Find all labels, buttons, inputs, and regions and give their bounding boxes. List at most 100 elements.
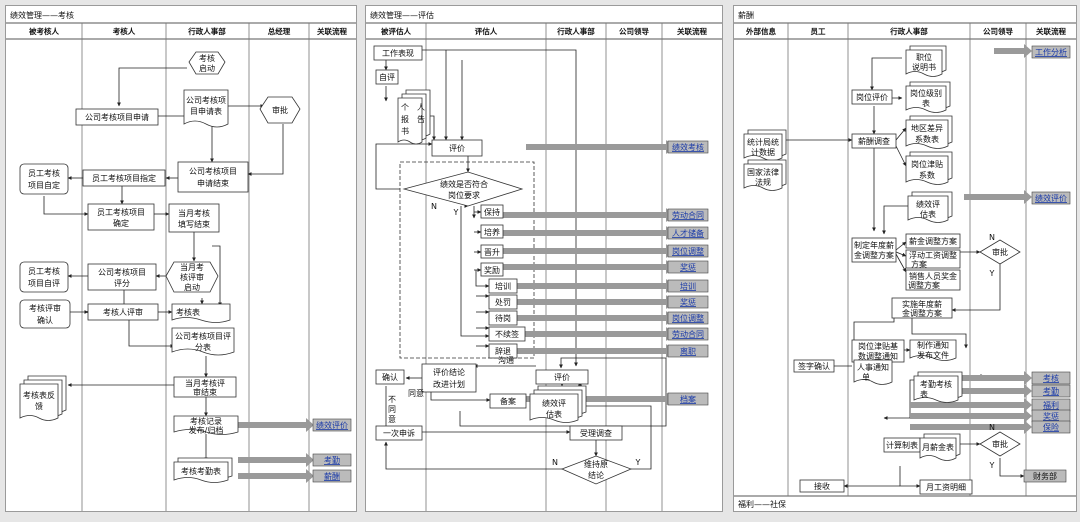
- edge-label: 沟通: [498, 355, 514, 365]
- job-desc-doc: [905, 49, 943, 77]
- link-salary[interactable]: 薪酬: [324, 471, 340, 481]
- link-performance-assess[interactable]: 绩效考核: [672, 142, 704, 152]
- link-labor-contract[interactable]: 劳动合同: [672, 329, 704, 339]
- training-box: [488, 278, 518, 294]
- link-training[interactable]: 培训: [680, 281, 696, 291]
- edge-label: 同意: [408, 388, 424, 398]
- node-label: 制作通知: [917, 340, 949, 350]
- work-box: [373, 45, 423, 61]
- link-post-adjust[interactable]: 岗位调整: [672, 313, 704, 323]
- finance-dept-box: 财务部: [1033, 471, 1057, 481]
- evaluate-box: [431, 139, 483, 157]
- node-label: 系数: [919, 170, 935, 180]
- approve-node: [259, 96, 301, 124]
- node-label: 个: [401, 103, 409, 112]
- node-label: 公司考核项目评: [175, 331, 231, 341]
- link-labor-contract[interactable]: 劳动合同: [672, 210, 704, 220]
- report-doc: [397, 97, 423, 145]
- node-label: 公司考核项目: [98, 267, 146, 277]
- node-label: 当月考核评: [185, 378, 225, 388]
- score-sheet-doc: [171, 327, 235, 356]
- link-welfare[interactable]: 福利: [1043, 400, 1059, 410]
- node-label: 培训: [495, 281, 511, 291]
- evaluate2-box: [535, 369, 589, 385]
- link-reward-punish[interactable]: 奖惩: [680, 262, 696, 272]
- keep-result-diamond: [560, 455, 633, 485]
- branch-label: Y: [989, 269, 995, 278]
- law-doc: [743, 163, 783, 191]
- node-label: 馈: [35, 401, 43, 411]
- link-talent-reserve[interactable]: 人才储备: [672, 228, 704, 238]
- node-label: 绩效是否符合: [440, 179, 488, 189]
- node-label: 月薪金表: [922, 442, 954, 452]
- node-label: 制定年度薪: [854, 240, 894, 250]
- link-post-adjust[interactable]: 岗位调整: [672, 246, 704, 256]
- node-label: 项目自评: [28, 278, 60, 288]
- node-label: 公司考核项: [186, 95, 226, 105]
- node-label: 接收: [814, 481, 830, 491]
- no-renew-box: [488, 326, 526, 342]
- evaluation-flowchart: 绩效管理——评估 被评估人 评估人 行政人事部 公司领导 关联流程: [366, 10, 722, 511]
- fill-form-box: [168, 203, 220, 233]
- link-reward-punish[interactable]: 奖惩: [680, 297, 696, 307]
- node-label: 数调整通知: [858, 351, 898, 361]
- link-job-analysis[interactable]: 工作分析: [1035, 47, 1067, 57]
- feedback-doc: [19, 383, 59, 421]
- sales-plan-box: [905, 269, 961, 291]
- apply-form-doc: [183, 89, 229, 128]
- reviewer-box: [87, 303, 159, 321]
- post-level-doc: [905, 85, 947, 113]
- node-label: 分表: [195, 342, 211, 352]
- panel-assessment: 绩效管理——考核 被考核人 考核人 行政人事部 总经理 关联流程: [5, 5, 357, 512]
- link-assessment[interactable]: 考核: [1043, 373, 1059, 383]
- node-label: 人: [417, 103, 425, 112]
- link-performance-eval[interactable]: 绩效评价: [316, 420, 348, 430]
- link-resignation[interactable]: 离职: [680, 346, 696, 356]
- node-label: 考核: [199, 53, 215, 63]
- notice-doc: [909, 339, 957, 361]
- link-reward-punish[interactable]: 奖惩: [1043, 411, 1059, 421]
- node-label: 绩效评: [916, 199, 940, 209]
- receive-box: [799, 479, 845, 493]
- attendance-doc: [173, 461, 229, 483]
- node-label: 金调整方案: [902, 308, 942, 318]
- node-label: 待岗: [495, 313, 511, 323]
- keep-box: [480, 204, 504, 219]
- float-plan-box: [905, 249, 961, 269]
- node-label: 考勤考核: [920, 379, 952, 389]
- node-label: 职位: [916, 52, 932, 62]
- node-label: 目申请表: [190, 106, 222, 116]
- link-archive[interactable]: 档案: [680, 394, 696, 404]
- node-label: 薪酬调查: [858, 136, 890, 146]
- lane-header: 员工: [811, 27, 826, 36]
- node-label: 薪金调整方案: [909, 236, 957, 246]
- node-label: 绩效评: [542, 398, 566, 408]
- survey-box: [851, 133, 897, 149]
- lane-header: 考核人: [113, 26, 136, 36]
- node-label: 签字确认: [798, 361, 830, 371]
- node-label: 不续签: [495, 329, 519, 339]
- assign-box: [82, 169, 166, 187]
- score-box: [87, 263, 157, 291]
- node-label: 公司考核项目申请: [85, 112, 149, 122]
- node-label: 一次申诉: [383, 428, 415, 438]
- promote-box: [480, 244, 504, 259]
- self-set-box: [19, 163, 69, 195]
- node-label: 处罚: [495, 297, 511, 307]
- file-box: [489, 393, 527, 409]
- edge-label: 同: [388, 405, 396, 414]
- node-label: 告: [417, 114, 425, 124]
- record-doc: [173, 415, 239, 435]
- node-label: 报: [401, 114, 409, 124]
- link-insurance[interactable]: 保险: [1043, 422, 1059, 432]
- panel-evaluation: 绩效管理——评估 被评估人 评估人 行政人事部 公司领导 关联流程: [365, 5, 723, 512]
- link-attendance[interactable]: 考勤: [1043, 386, 1059, 396]
- approve-diamond: [979, 239, 1021, 265]
- start-node: [188, 51, 226, 75]
- node-label: 月工资明细: [926, 482, 966, 492]
- node-label: 考核表反: [23, 390, 55, 400]
- link-attendance[interactable]: 考勤: [324, 455, 340, 465]
- node-label: 审批: [992, 439, 1008, 449]
- region-doc: [905, 119, 949, 149]
- link-performance-eval[interactable]: 绩效评价: [1035, 193, 1067, 203]
